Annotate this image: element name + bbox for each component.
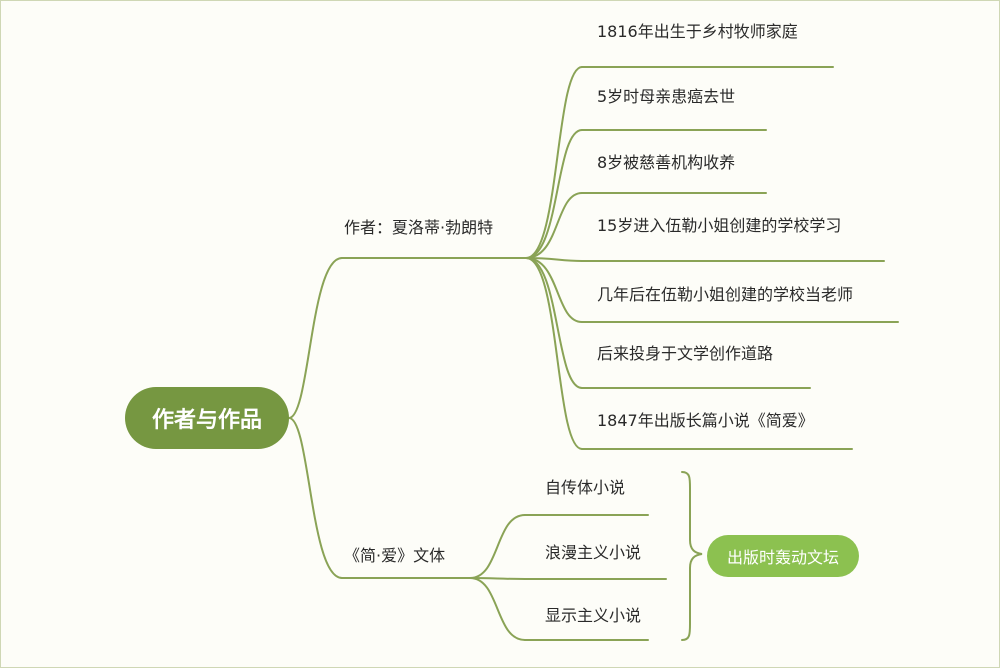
branch-author-label[interactable]: 作者：夏洛蒂·勃朗特 <box>344 218 494 237</box>
author-item-4[interactable]: 15岁进入伍勒小姐创建的学校学习 <box>597 216 842 235</box>
author-item-7[interactable]: 1847年出版长篇小说《简爱》 <box>597 411 814 430</box>
author-item-5[interactable]: 几年后在伍勒小姐创建的学校当老师 <box>597 285 854 304</box>
summary-node-label: 出版时轰动文坛 <box>726 548 839 567</box>
author-item-2[interactable]: 5岁时母亲患癌去世 <box>597 87 736 106</box>
author-item-1[interactable]: 1816年出生于乡村牧师家庭 <box>597 22 798 41</box>
summary-node[interactable]: 出版时轰动文坛 <box>707 535 859 577</box>
author-item-3[interactable]: 8岁被慈善机构收养 <box>597 153 736 172</box>
author-item-6[interactable]: 后来投身于文学创作道路 <box>597 344 774 363</box>
connector-author-5 <box>525 257 583 323</box>
connector-author-2 <box>525 129 583 259</box>
genre-item-3[interactable]: 显示主义小说 <box>545 606 642 625</box>
genre-item-2[interactable]: 浪漫主义小说 <box>545 543 642 562</box>
genre-item-1[interactable]: 自传体小说 <box>545 478 626 497</box>
connector-author-6 <box>525 257 583 389</box>
connector-root-genre <box>288 417 343 579</box>
connector-genre-1 <box>469 514 526 579</box>
connector-genre-3 <box>469 577 526 641</box>
connector-author-7 <box>525 257 583 450</box>
connector-root-author <box>288 257 343 419</box>
connector-author-1 <box>525 66 583 259</box>
root-node[interactable]: 作者与作品 <box>125 387 289 449</box>
branch-genre-label[interactable]: 《简·爱》文体 <box>344 546 446 565</box>
summary-brace <box>681 471 703 641</box>
connector-author-3 <box>525 192 583 259</box>
root-node-label: 作者与作品 <box>151 408 262 433</box>
